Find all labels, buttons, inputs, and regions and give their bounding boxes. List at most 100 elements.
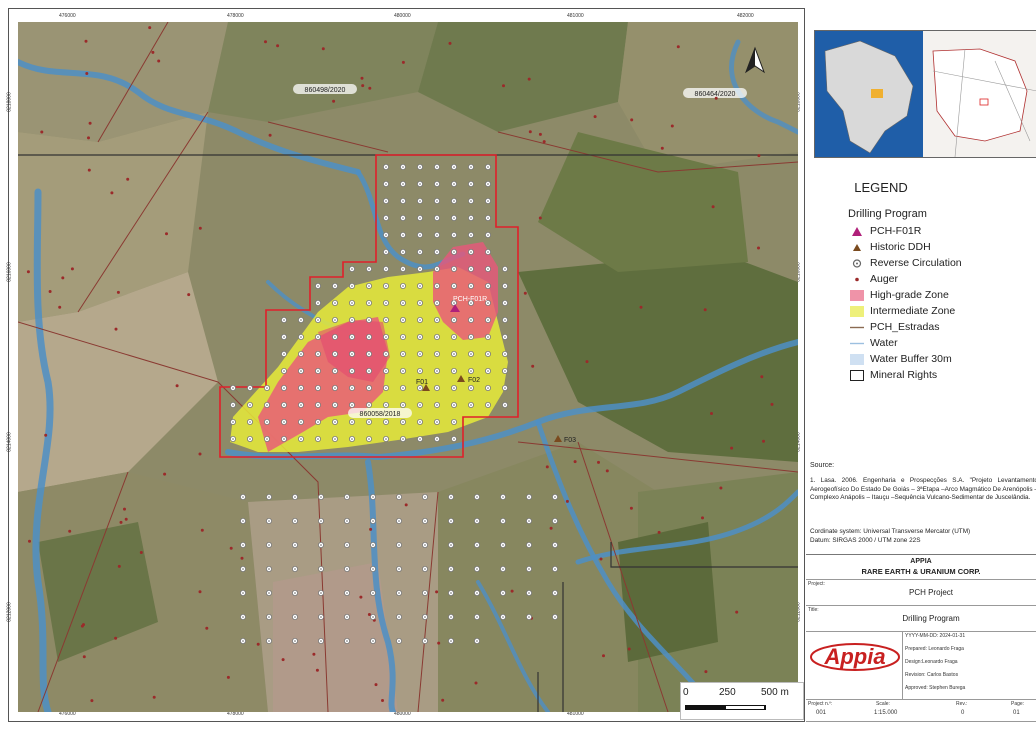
rc-point-center bbox=[436, 183, 438, 185]
rc-point-center bbox=[294, 640, 296, 642]
appia-logo: Appia bbox=[810, 637, 900, 677]
rc-point-center bbox=[249, 438, 251, 440]
auger-point bbox=[531, 364, 535, 368]
auger-point bbox=[593, 115, 597, 119]
legend-label: Historic DDH bbox=[870, 241, 931, 253]
legend-label: Intermediate Zone bbox=[870, 305, 956, 317]
rc-point-center bbox=[283, 319, 285, 321]
rc-point-center bbox=[487, 370, 489, 372]
rc-point-center bbox=[372, 544, 374, 546]
rc-point-center bbox=[242, 496, 244, 498]
rc-point-center bbox=[266, 404, 268, 406]
rc-point-center bbox=[453, 421, 455, 423]
rc-point-center bbox=[453, 353, 455, 355]
rc-point-center bbox=[504, 370, 506, 372]
rc-point-center bbox=[317, 370, 319, 372]
auger-point bbox=[119, 520, 123, 524]
project-boundary bbox=[219, 154, 519, 458]
map-title: Drilling Program bbox=[902, 614, 960, 623]
rc-point-center bbox=[554, 616, 556, 618]
rc-point-center bbox=[453, 251, 455, 253]
auger-point bbox=[528, 130, 532, 134]
legend-label: Water bbox=[870, 337, 898, 349]
auger-point bbox=[404, 503, 408, 507]
rc-point-center bbox=[419, 336, 421, 338]
rc-point-center bbox=[317, 421, 319, 423]
auger-point bbox=[264, 40, 267, 44]
rc-point-center bbox=[268, 544, 270, 546]
rc-point-center bbox=[242, 616, 244, 618]
datum-line: Datum: SIRGAS 2000 / UTM zone 22S bbox=[810, 536, 921, 544]
auger-point bbox=[369, 527, 373, 531]
rc-point-center bbox=[453, 166, 455, 168]
rc-point-center bbox=[402, 166, 404, 168]
auger-point bbox=[187, 293, 191, 297]
auger-point bbox=[256, 642, 260, 646]
footer-row: Project n.º: 001 Scale: 1:15.000 Rev.: 0… bbox=[806, 699, 1036, 722]
project-name: PCH Project bbox=[908, 588, 953, 597]
rc-point-center bbox=[368, 285, 370, 287]
auger-point bbox=[90, 699, 94, 703]
auger-point bbox=[374, 683, 378, 687]
project-row: Project: PCH Project bbox=[806, 579, 1036, 606]
line-icon bbox=[850, 338, 864, 349]
auger-point bbox=[148, 26, 152, 30]
rc-point-center bbox=[372, 592, 374, 594]
scale-label: 500 m bbox=[761, 687, 789, 698]
rc-point-center bbox=[419, 251, 421, 253]
project-no-label: Project n.º: bbox=[808, 701, 833, 707]
rev-label: Rev.: bbox=[956, 701, 968, 707]
legend-item-water-buffer: Water Buffer 30m bbox=[850, 351, 952, 367]
auger-point bbox=[198, 226, 202, 230]
auger-point bbox=[437, 641, 441, 645]
rc-point-center bbox=[436, 166, 438, 168]
rc-point-center bbox=[249, 404, 251, 406]
auger-point bbox=[670, 124, 674, 128]
rc-point-center bbox=[334, 319, 336, 321]
rc-point-center bbox=[368, 302, 370, 304]
rc-point-center bbox=[419, 370, 421, 372]
auger-point bbox=[629, 506, 633, 510]
legend-item-water: Water bbox=[850, 335, 898, 351]
auger-point bbox=[597, 460, 600, 464]
auger-point bbox=[229, 546, 233, 550]
rc-point-center bbox=[419, 234, 421, 236]
auger-point bbox=[627, 647, 631, 651]
legend-item-roads: PCH_Estradas bbox=[850, 319, 939, 335]
auger-point bbox=[602, 654, 605, 658]
rc-point-center bbox=[402, 387, 404, 389]
auger-point bbox=[703, 308, 707, 312]
rc-point-center bbox=[320, 616, 322, 618]
rc-point-center bbox=[320, 640, 322, 642]
bottom-coord: 476000 bbox=[59, 711, 76, 717]
legend-label: Reverse Circulation bbox=[870, 257, 962, 269]
satellite-map[interactable]: 860498/2020 860464/2020 860058/2018 PCH-… bbox=[18, 22, 798, 712]
rc-point-center bbox=[268, 496, 270, 498]
rc-point-center bbox=[398, 640, 400, 642]
rc-point-center bbox=[398, 520, 400, 522]
auger-point bbox=[523, 291, 527, 295]
legend-label: Mineral Rights bbox=[870, 369, 938, 381]
auger-point bbox=[157, 59, 161, 63]
rc-point-center bbox=[351, 353, 353, 355]
side-panel: LEGEND Drilling Program PCH-F01R Histori… bbox=[806, 22, 1036, 722]
triangle-icon bbox=[850, 226, 864, 237]
top-coord: 476000 bbox=[59, 13, 76, 19]
auger-point bbox=[639, 305, 643, 309]
rc-point-center bbox=[242, 592, 244, 594]
auger-point bbox=[599, 557, 603, 561]
rc-point-center bbox=[470, 353, 472, 355]
scale-bar: 0 250 500 m bbox=[680, 682, 804, 720]
auger-point bbox=[44, 433, 48, 437]
drill-label: PCH-F01R bbox=[453, 296, 487, 303]
rc-point-center bbox=[470, 319, 472, 321]
rc-point-center bbox=[436, 387, 438, 389]
rc-point-center bbox=[502, 544, 504, 546]
approved-line: Approved: Stephen Burega bbox=[905, 685, 966, 691]
rc-point-center bbox=[436, 251, 438, 253]
rc-point-center bbox=[300, 370, 302, 372]
project-label: Project: bbox=[808, 581, 825, 587]
auger-point bbox=[88, 121, 92, 125]
rc-point-center bbox=[554, 520, 556, 522]
rc-point-center bbox=[368, 438, 370, 440]
